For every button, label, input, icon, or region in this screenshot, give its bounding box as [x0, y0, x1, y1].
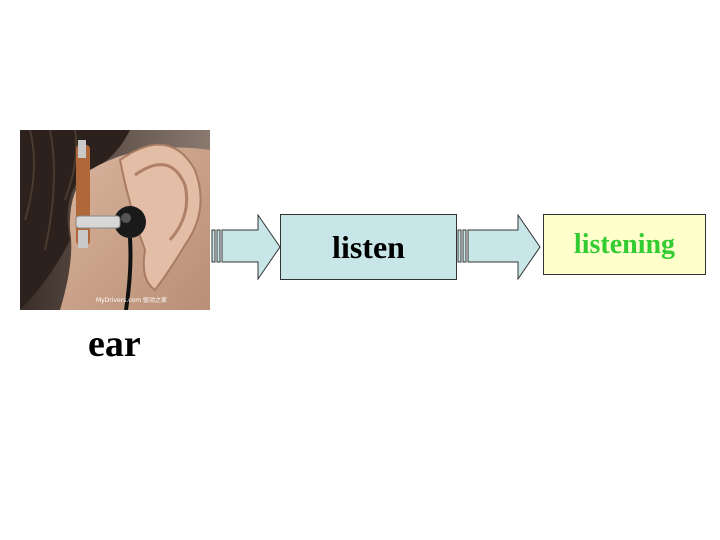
listening-label: listening [573, 228, 676, 260]
watermark-text: MyDrivers.com 驱动之家 [96, 296, 167, 304]
listen-label: listen [332, 228, 405, 265]
ear-photo: MyDrivers.com 驱动之家 [20, 130, 210, 310]
ear-earbud-image: MyDrivers.com 驱动之家 [20, 130, 210, 310]
listening-box: listening [543, 214, 706, 275]
arrow-right-icon [457, 214, 541, 280]
arrow-right-icon [211, 214, 281, 280]
ear-caption: ear [88, 323, 141, 365]
listen-box: listen [280, 214, 457, 280]
